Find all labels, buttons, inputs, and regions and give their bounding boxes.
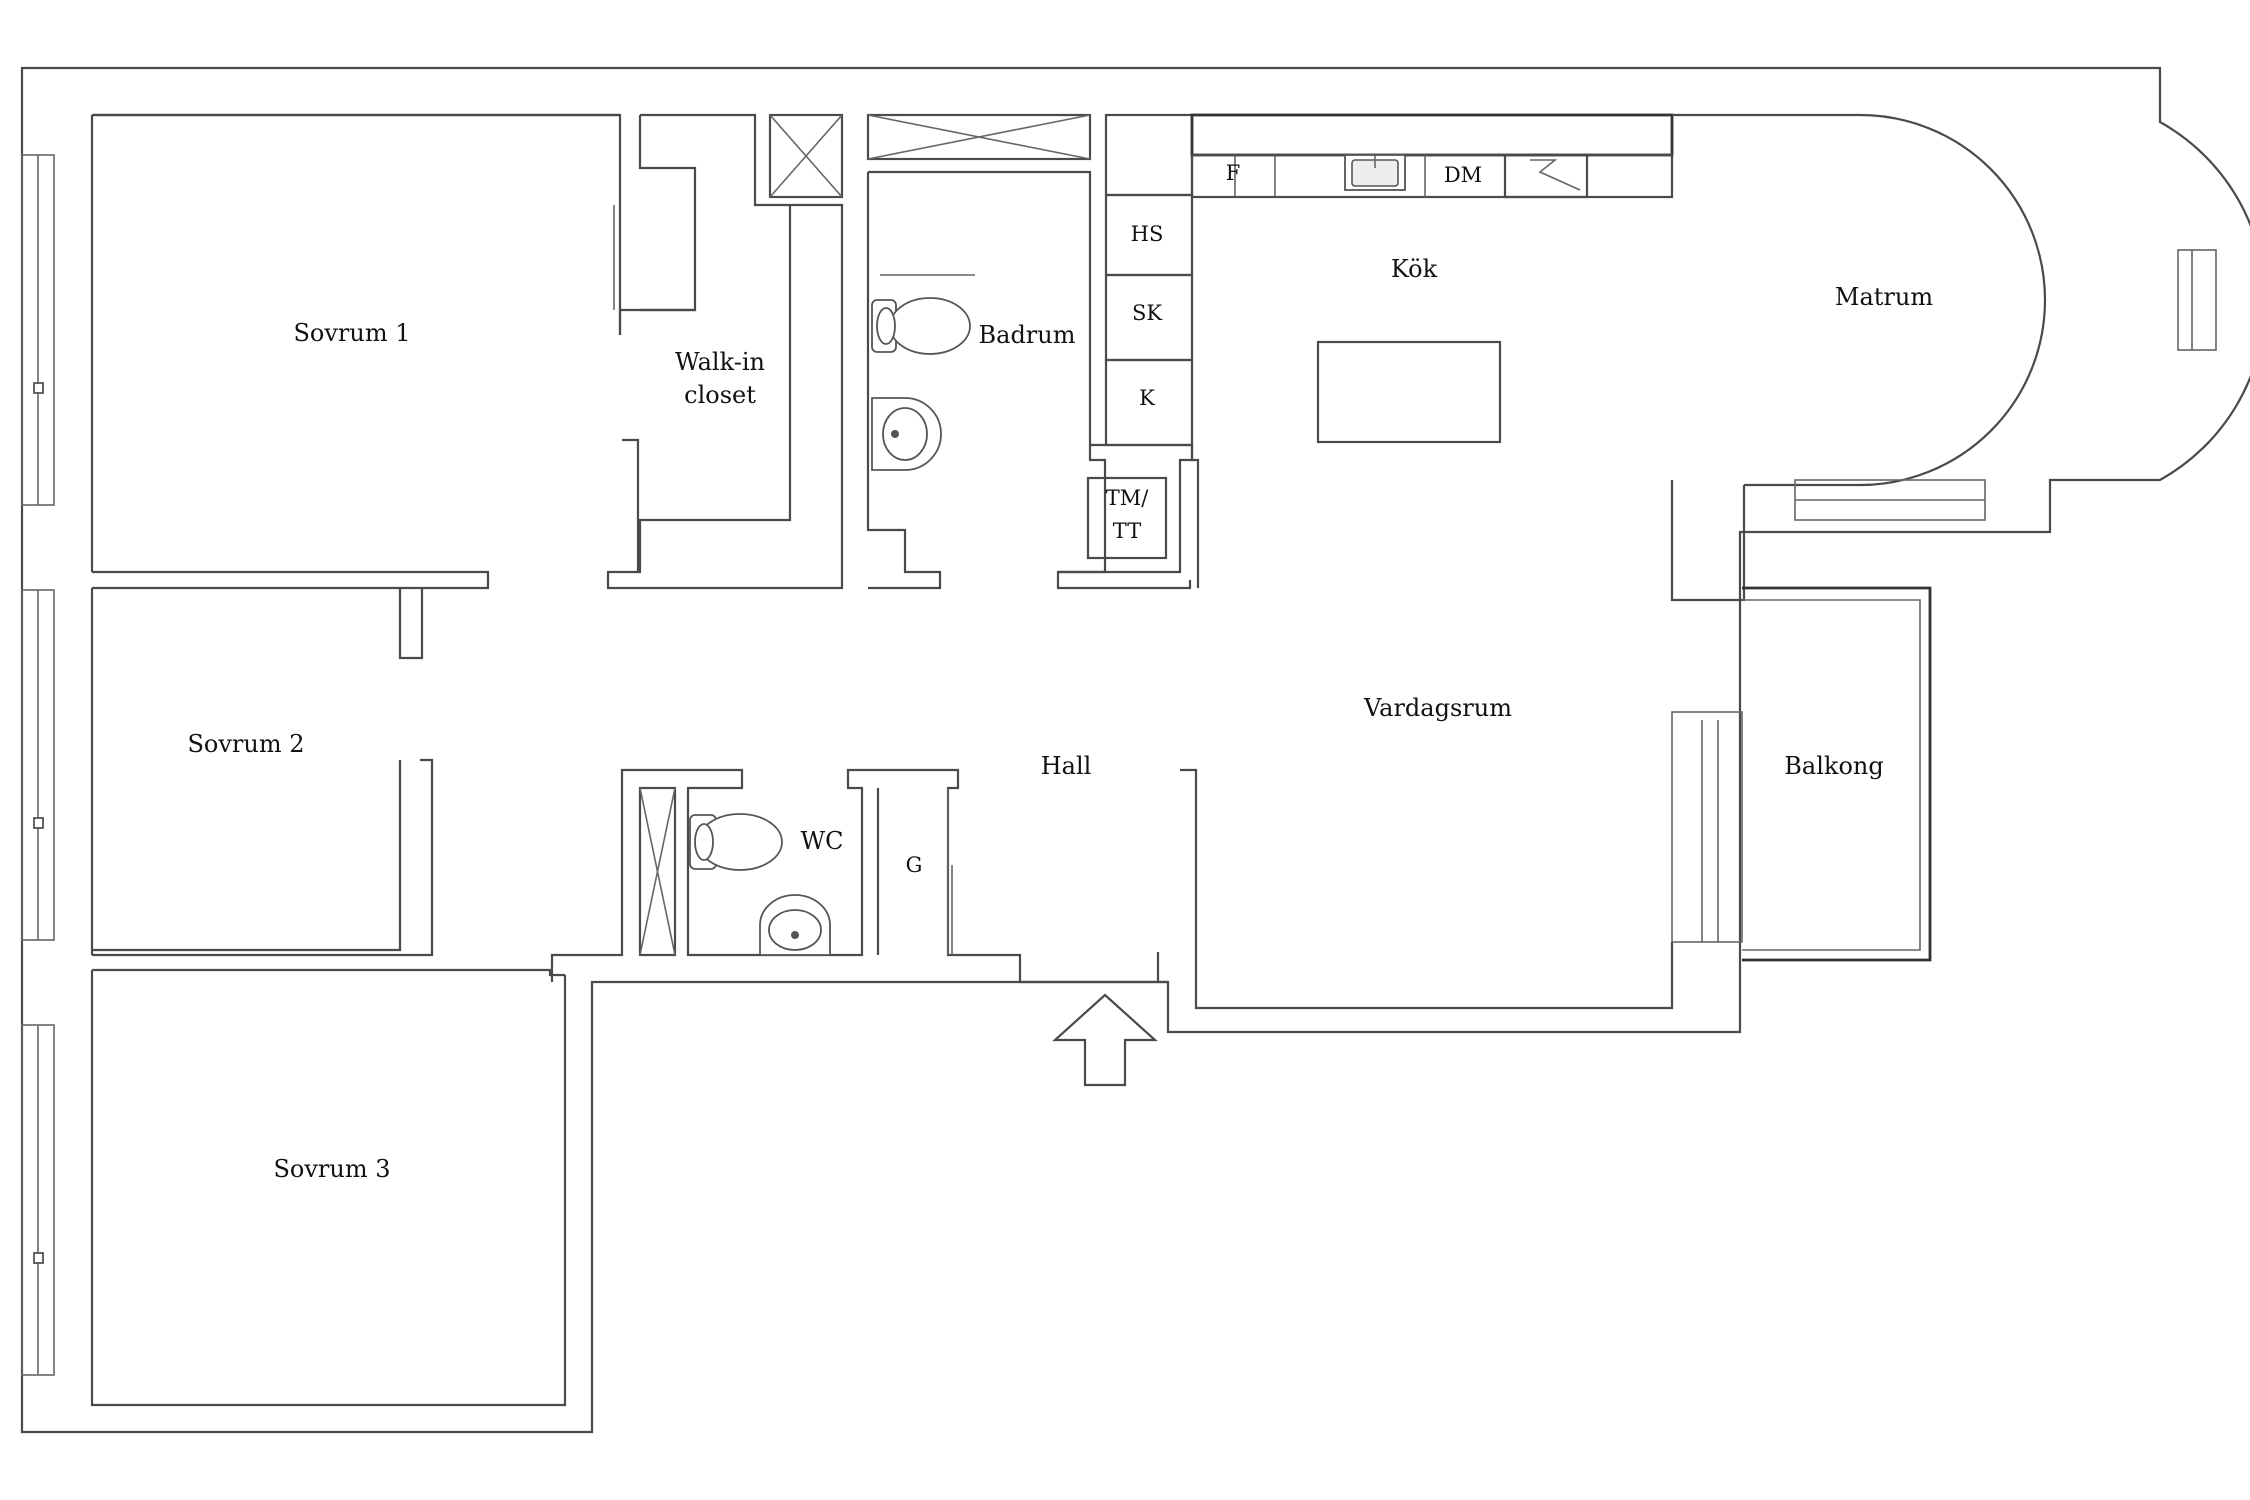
toilet-icon [871,297,971,355]
label-f: F [1226,161,1241,185]
label-tmtt-1: TM/ [1106,486,1150,510]
shaft-closet [768,113,844,199]
label-g: G [906,853,923,877]
shaft-wc [638,786,677,957]
entrance-arrow-icon [1052,993,1158,1087]
outer-walls [20,66,2250,1434]
label-walkin-2: closet [684,381,756,409]
label-sovrum1: Sovrum 1 [293,319,410,347]
wc-sink-icon [759,894,831,956]
bedroom-walls [92,113,622,977]
entrance [1020,980,1168,1087]
label-matrum: Matrum [1835,283,1933,311]
left-windows [21,154,55,1376]
balcony-door [1671,711,1743,943]
room-labels: Sovrum 1 Sovrum 2 Sovrum 3 Walk-in close… [187,161,1933,1183]
inner-wall-outline [90,113,620,1407]
label-hall: Hall [1041,752,1092,780]
stove-icon [1503,153,1589,199]
walk-in-closet [606,113,844,590]
kitchen-sink-icon [1344,154,1406,191]
balcony [1671,586,1932,962]
living-room-walls [1156,768,1674,1010]
label-wc: WC [800,827,843,855]
label-dm: DM [1444,163,1482,187]
bathroom [866,113,1192,590]
kitchen-tall-units [1058,113,1200,588]
label-vardagsrum: Vardagsrum [1363,694,1512,722]
sink-icon [871,397,942,471]
window-dining-right [2177,249,2217,351]
label-sk: SK [1132,301,1162,325]
wc-toilet-icon [689,813,783,871]
dining-bay [1670,113,2217,602]
label-sovrum3: Sovrum 3 [273,1155,390,1183]
label-walkin-1: Walk-in [675,348,765,376]
label-k: K [1139,386,1155,410]
outer-wall [20,66,2250,1434]
kitchen-counter [1190,113,1674,444]
label-balkong: Balkong [1784,752,1883,780]
washer-dryer-box [1086,476,1168,560]
kitchen-island [1316,340,1502,444]
label-sovrum2: Sovrum 2 [187,730,304,758]
label-hs: HS [1131,222,1164,246]
label-kok: Kök [1391,255,1438,283]
wc-and-storage [550,768,1022,982]
shaft-bathroom [866,113,1092,161]
label-badrum: Badrum [979,321,1076,349]
label-tmtt-2: TT [1113,519,1141,543]
